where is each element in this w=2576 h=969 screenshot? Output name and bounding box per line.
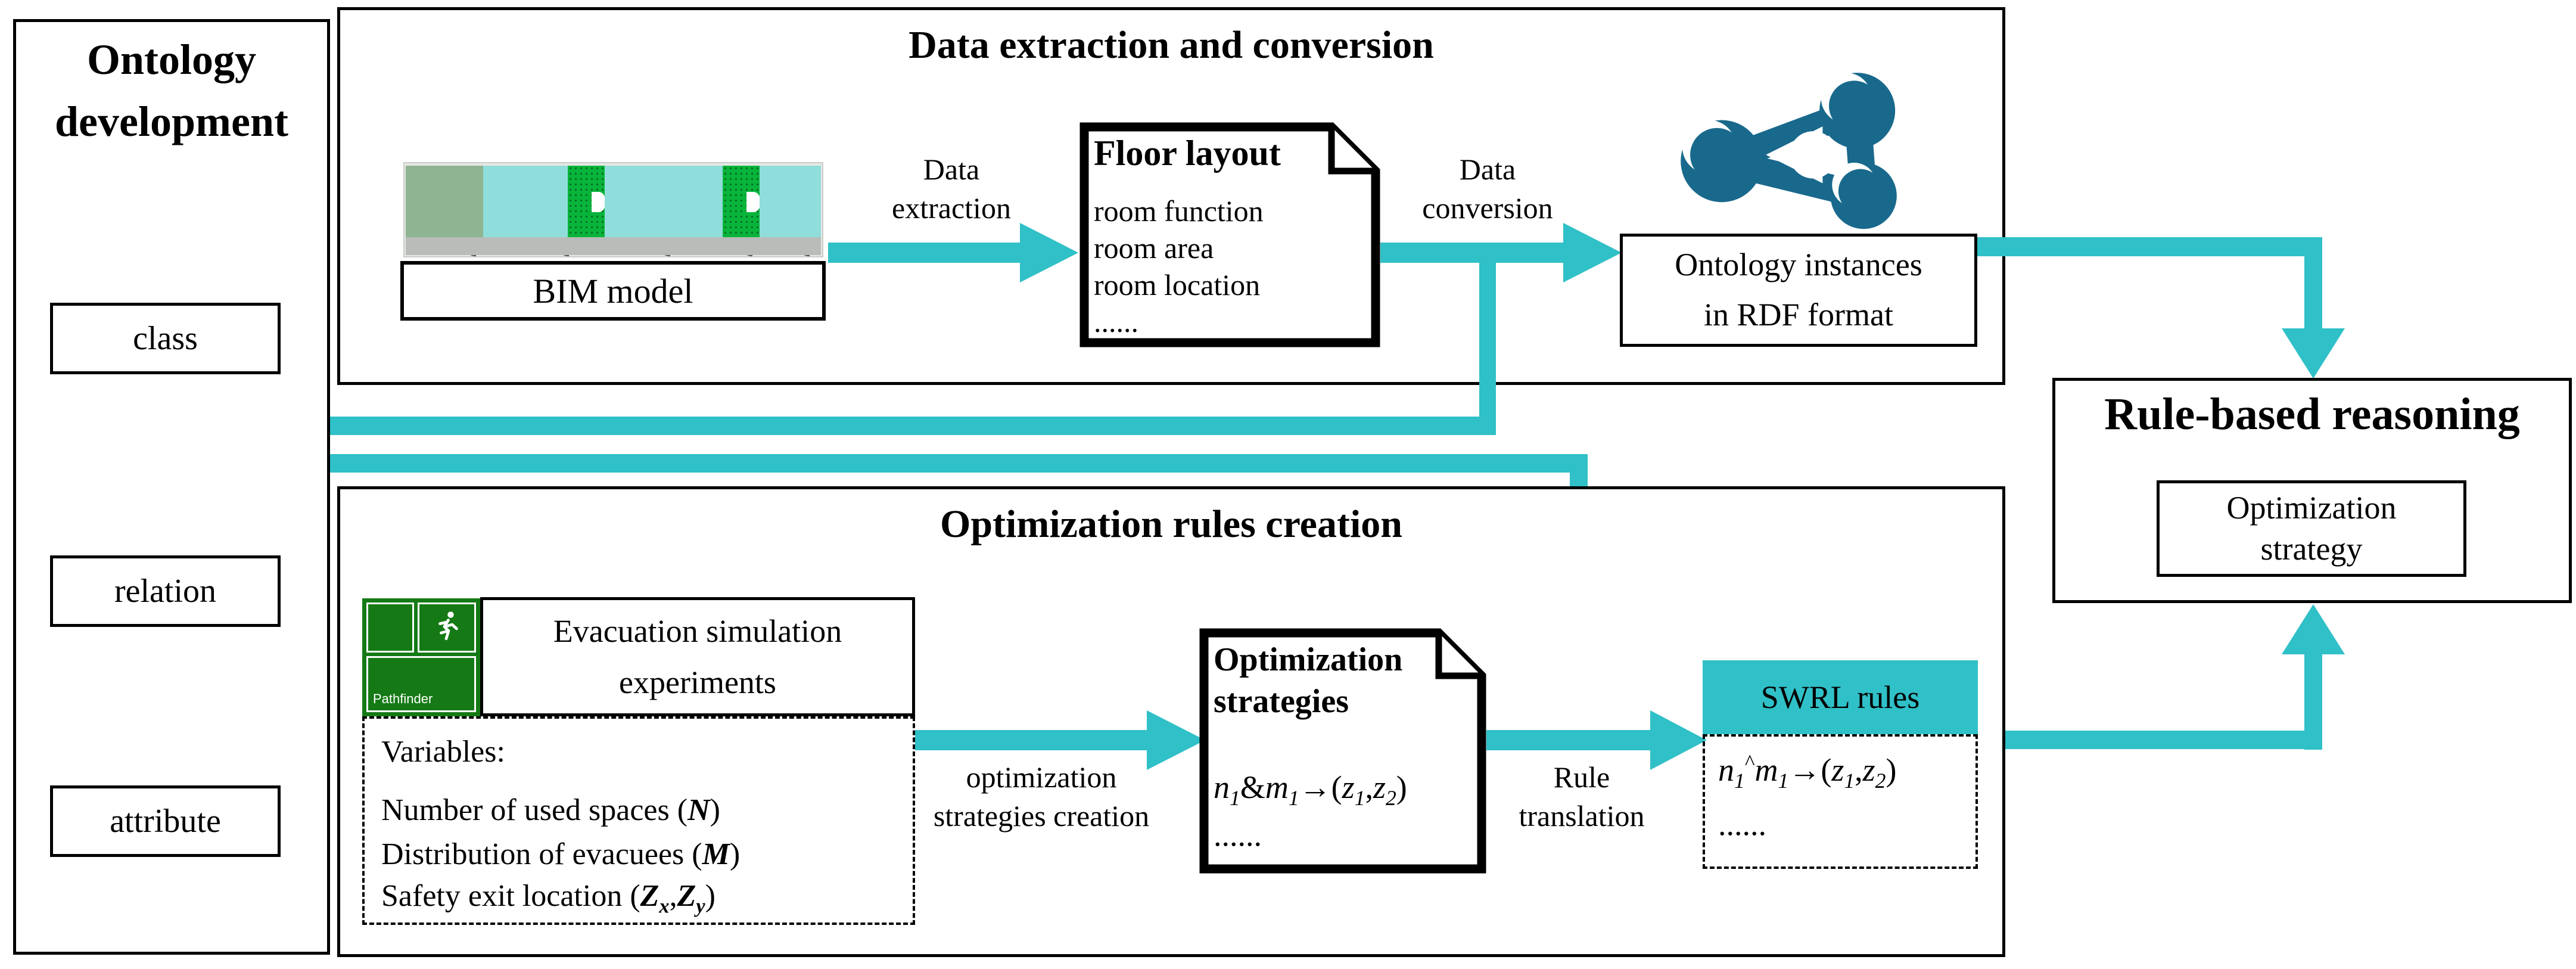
bim-door-panel — [723, 166, 761, 238]
variable-item: Safety exit location (Zx,Zy) — [381, 879, 715, 918]
optimization-strategy-label: Optimization strategy — [2226, 489, 2397, 567]
rdf-instances-box: Ontology instances in RDF format — [1620, 234, 1977, 347]
strategies-ellipsis: ...... — [1214, 817, 1262, 853]
bim-model-label-box: BIM model — [400, 261, 826, 321]
bim-room — [483, 166, 568, 238]
relation-label: relation — [114, 573, 217, 610]
bim-room — [406, 166, 483, 238]
rdf-instances-label: Ontology instances in RDF format — [1675, 247, 1922, 333]
attribute-label: attribute — [110, 803, 221, 840]
floor-layout-document: Floor layout room function room area roo… — [1079, 122, 1380, 347]
strategies-creation-label: optimization strategies creation — [933, 760, 1150, 833]
pathfinder-tile: Pathfinder — [366, 656, 476, 712]
data-extraction-section-title: Data extraction and conversion — [909, 23, 1434, 67]
swrl-rules-label: SWRL rules — [1760, 679, 1920, 715]
variables-box — [362, 716, 915, 925]
bim-room — [760, 166, 821, 238]
bim-model-image — [403, 162, 823, 257]
reasoning-in-arrowhead-icon — [2282, 328, 2345, 378]
variable-item: Number of used spaces (N) — [381, 793, 720, 827]
data-extraction-arrowhead-icon — [1020, 223, 1078, 282]
bim-door-panel — [568, 166, 606, 238]
connector-ontology-riser-up — [1479, 253, 1496, 435]
connector-instances-riser — [2304, 247, 2322, 328]
class-box: class — [50, 303, 281, 374]
swrl-ellipsis: ...... — [1718, 806, 1766, 842]
reasoning-up-arrowhead-icon — [2282, 604, 2345, 654]
variables-heading: Variables: — [381, 735, 505, 769]
data-conversion-label: Data conversion — [1422, 153, 1553, 225]
pathfinder-label: Pathfinder — [373, 691, 433, 706]
data-extraction-arrow — [828, 243, 1020, 263]
connector-instances-to-reasoning — [1977, 237, 2322, 256]
pathfinder-icon: Pathfinder — [362, 598, 480, 716]
runner-icon — [438, 611, 458, 641]
bim-corridor — [406, 237, 821, 255]
strategies-creation-arrowhead-icon — [1147, 710, 1205, 770]
document-outline-icon — [1079, 122, 1380, 347]
optimization-strategies-document: Optimization strategies n1&m1→(z1,z2) ..… — [1199, 628, 1486, 874]
rule-translation-label: Rule translation — [1519, 760, 1645, 833]
swrl-formula-box — [1703, 734, 1978, 869]
rule-translation-arrowhead-icon — [1650, 710, 1707, 770]
rdf-graph-icon — [1668, 73, 1936, 231]
evacuation-experiments-box: Evacuation simulation experiments — [480, 597, 915, 716]
strategies-creation-arrow — [915, 730, 1147, 750]
attribute-box: attribute — [50, 785, 281, 857]
data-conversion-arrowhead-icon — [1563, 223, 1622, 282]
data-conversion-arrow — [1380, 243, 1564, 263]
data-extraction-label: Data extraction — [892, 153, 1011, 225]
variable-item: Distribution of evacuees (M) — [381, 837, 741, 871]
connector-swrl-riser — [2304, 654, 2322, 750]
bim-model-label: BIM model — [533, 271, 693, 310]
bim-floor-strip — [406, 166, 821, 238]
swrl-rules-box: SWRL rules — [1703, 660, 1978, 734]
floor-layout-items: room function room area room location ..… — [1094, 194, 1264, 338]
rule-based-reasoning-title: Rule-based reasoning — [2104, 389, 2520, 439]
swrl-formula: n1^m1→(z1,z2) — [1718, 750, 1897, 793]
ontology-panel-title: Ontology development — [55, 36, 288, 146]
door-fan-icon — [592, 192, 606, 212]
bim-room — [605, 166, 723, 238]
connector-ontology-to-conversion — [330, 417, 1496, 435]
door-fan-icon — [746, 192, 761, 212]
strategies-formula: n1&m1→(z1,z2) — [1214, 769, 1407, 810]
optimization-strategy-box: Optimization strategy — [2157, 480, 2466, 577]
rule-translation-arrow — [1486, 730, 1650, 750]
optimization-rules-section-title: Optimization rules creation — [939, 502, 1402, 546]
connector-swrl-to-reasoning — [1978, 731, 2322, 749]
document-outline-icon — [1199, 628, 1486, 874]
pathfinder-tile — [366, 602, 414, 653]
evacuation-experiments-label: Evacuation simulation experiments — [553, 613, 842, 700]
class-label: class — [133, 320, 198, 357]
pathfinder-tile — [418, 602, 476, 653]
strategies-doc-title: Optimization strategies — [1214, 641, 1403, 720]
relation-box: relation — [50, 555, 281, 627]
connector-ontology-to-swrl — [330, 454, 1588, 473]
floor-layout-title: Floor layout — [1094, 133, 1281, 173]
